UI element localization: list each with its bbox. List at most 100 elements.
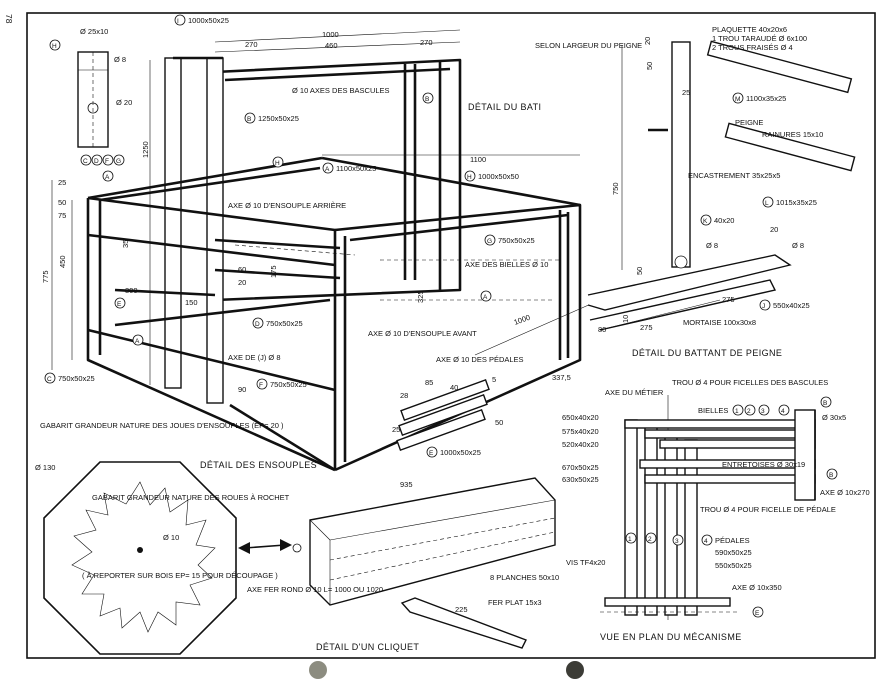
dim-25: 25 bbox=[58, 178, 66, 187]
svg-text:D: D bbox=[255, 321, 260, 328]
row-670: 670x50x25 bbox=[562, 463, 599, 472]
svg-text:E: E bbox=[755, 610, 760, 617]
battant-dim-20: 20 bbox=[643, 37, 652, 45]
label-d225: 225 bbox=[455, 605, 468, 614]
label-ped-590: 590x50x25 bbox=[715, 548, 752, 557]
dim-75: 75 bbox=[58, 211, 66, 220]
dim-460: 460 bbox=[325, 41, 338, 50]
label-E: 1000x50x25 bbox=[440, 448, 481, 457]
binder-hole-left bbox=[309, 661, 327, 679]
dim-325: 325 bbox=[416, 290, 425, 303]
label-peigne: PEIGNE bbox=[735, 118, 763, 127]
dim-150: 150 bbox=[185, 298, 198, 307]
dim-35: 35 bbox=[121, 240, 130, 248]
svg-text:2: 2 bbox=[648, 536, 652, 543]
svg-text:B: B bbox=[247, 116, 251, 123]
battant-dim-275b: 275 bbox=[640, 323, 653, 332]
label-d935: 935 bbox=[400, 480, 413, 489]
svg-text:A: A bbox=[105, 174, 110, 181]
label-D: 750x50x25 bbox=[266, 319, 303, 328]
svg-text:B: B bbox=[425, 96, 429, 103]
dim-50: 50 bbox=[58, 198, 66, 207]
dim-20: 20 bbox=[238, 278, 246, 287]
svg-text:M: M bbox=[735, 96, 740, 103]
svg-text:E: E bbox=[117, 301, 122, 308]
svg-text:1: 1 bbox=[628, 536, 632, 543]
battant-dim-8b: Ø 8 bbox=[792, 241, 804, 250]
svg-text:2: 2 bbox=[747, 408, 751, 415]
pedale-numbers: 1 2 3 4 bbox=[625, 532, 713, 546]
svg-text:3: 3 bbox=[761, 408, 765, 415]
label-M: 1100x35x25 bbox=[746, 94, 786, 103]
h-dim-25x10: Ø 25x10 bbox=[80, 27, 108, 36]
label-encastrement: ENCASTREMENT 35x25x5 bbox=[688, 171, 780, 180]
label-pedales: PÉDALES bbox=[715, 536, 750, 545]
dim-28: 28 bbox=[400, 391, 408, 400]
sheet-frame bbox=[26, 12, 876, 659]
svg-text:C: C bbox=[47, 376, 52, 383]
bati-drawing bbox=[51, 29, 601, 472]
label-d10-roue: Ø 10 bbox=[163, 533, 179, 542]
h-piece-detail: H bbox=[49, 39, 109, 148]
dim-270-right: 270 bbox=[420, 38, 433, 47]
svg-text:F: F bbox=[105, 158, 109, 165]
dim-300: 300 bbox=[125, 286, 138, 295]
svg-text:F: F bbox=[259, 382, 263, 389]
label-entretoises: ENTRETOISES Ø 30x19 bbox=[722, 460, 805, 469]
label-axe-j: AXE DE (J) Ø 8 bbox=[228, 353, 281, 362]
label-fer-plat: FER PLAT 15x3 bbox=[488, 598, 542, 607]
battant-drawing bbox=[587, 40, 856, 331]
dim-450: 450 bbox=[58, 255, 67, 268]
svg-text:A: A bbox=[325, 166, 330, 173]
bati-labels: I 1000x50x25 B 1250x50x25 Ø 10 AXES DES … bbox=[44, 14, 548, 458]
label-plaquette: PLAQUETTE 40x20x6 bbox=[712, 25, 787, 34]
section-title-mecanisme: VUE EN PLAN DU MÉCANISME bbox=[600, 632, 742, 642]
label-ped-550: 550x50x25 bbox=[715, 561, 752, 570]
svg-text:H: H bbox=[275, 160, 280, 167]
label-reporter: ( À REPORTER SUR BOIS EP= 15 POUR DÉCOUP… bbox=[82, 571, 278, 580]
dim-50b: 50 bbox=[495, 418, 503, 427]
row-630: 630x50x25 bbox=[562, 475, 599, 484]
dim-5: 5 bbox=[492, 375, 496, 384]
label-K: 40x20 bbox=[714, 216, 734, 225]
label-d130: Ø 130 bbox=[35, 463, 55, 472]
svg-text:G: G bbox=[116, 158, 121, 165]
mecanisme-drawing bbox=[600, 395, 816, 620]
label-L: 1015x35x25 bbox=[776, 198, 817, 207]
label-mortaise: MORTAISE 100x30x8 bbox=[683, 318, 756, 327]
label-J: 550x40x25 bbox=[773, 301, 810, 310]
label-axe-avant: AXE Ø 10 D'ENSOUPLE AVANT bbox=[368, 329, 477, 338]
svg-text:E: E bbox=[429, 450, 434, 457]
h-letters: C D F G bbox=[80, 154, 125, 166]
svg-text:1: 1 bbox=[735, 408, 739, 415]
label-bielles: BIELLES bbox=[698, 406, 728, 415]
dim-60: 60 bbox=[238, 265, 246, 274]
label-axes-bascules: Ø 10 AXES DES BASCULES bbox=[292, 86, 390, 95]
label-C: 750x50x25 bbox=[58, 374, 95, 383]
label-planches: 8 PLANCHES 50x10 bbox=[490, 573, 559, 582]
label-axe-pedales: AXE Ø 10 DES PÉDALES bbox=[436, 355, 524, 364]
battant-dim-8a: Ø 8 bbox=[706, 241, 718, 250]
label-I: 1000x50x25 bbox=[188, 16, 229, 25]
label-axe-bielles: AXE DES BIELLES Ø 10 bbox=[465, 260, 548, 269]
label-axe-arriere: AXE Ø 10 D'ENSOUPLE ARRIÈRE bbox=[228, 201, 346, 210]
dim-775: 775 bbox=[41, 270, 50, 283]
dim-1000: 1000 bbox=[322, 30, 339, 39]
svg-text:D: D bbox=[94, 158, 99, 165]
label-trou-pedale: TROU Ø 4 POUR FICELLE DE PÉDALE bbox=[700, 505, 836, 514]
label-axe-metier: AXE DU MÉTIER bbox=[605, 388, 664, 397]
label-axe-10x270: AXE Ø 10x270 bbox=[820, 488, 870, 497]
bielles-numbers: 1 2 3 4 bbox=[732, 404, 790, 416]
dim-337: 337,5 bbox=[552, 373, 571, 382]
label-H: 1000x50x50 bbox=[478, 172, 519, 181]
svg-text:3: 3 bbox=[675, 538, 679, 545]
label-selon-largeur: SELON LARGEUR DU PEIGNE bbox=[535, 41, 642, 50]
svg-text:B: B bbox=[829, 472, 833, 479]
cliquet-drawing bbox=[400, 597, 527, 649]
svg-text:I: I bbox=[177, 18, 179, 25]
svg-text:G: G bbox=[487, 238, 492, 245]
label-axe-350: AXE Ø 10x350 bbox=[732, 583, 782, 592]
label-B-dim: Ø 30x5 bbox=[822, 413, 846, 422]
svg-text:4: 4 bbox=[704, 538, 708, 545]
